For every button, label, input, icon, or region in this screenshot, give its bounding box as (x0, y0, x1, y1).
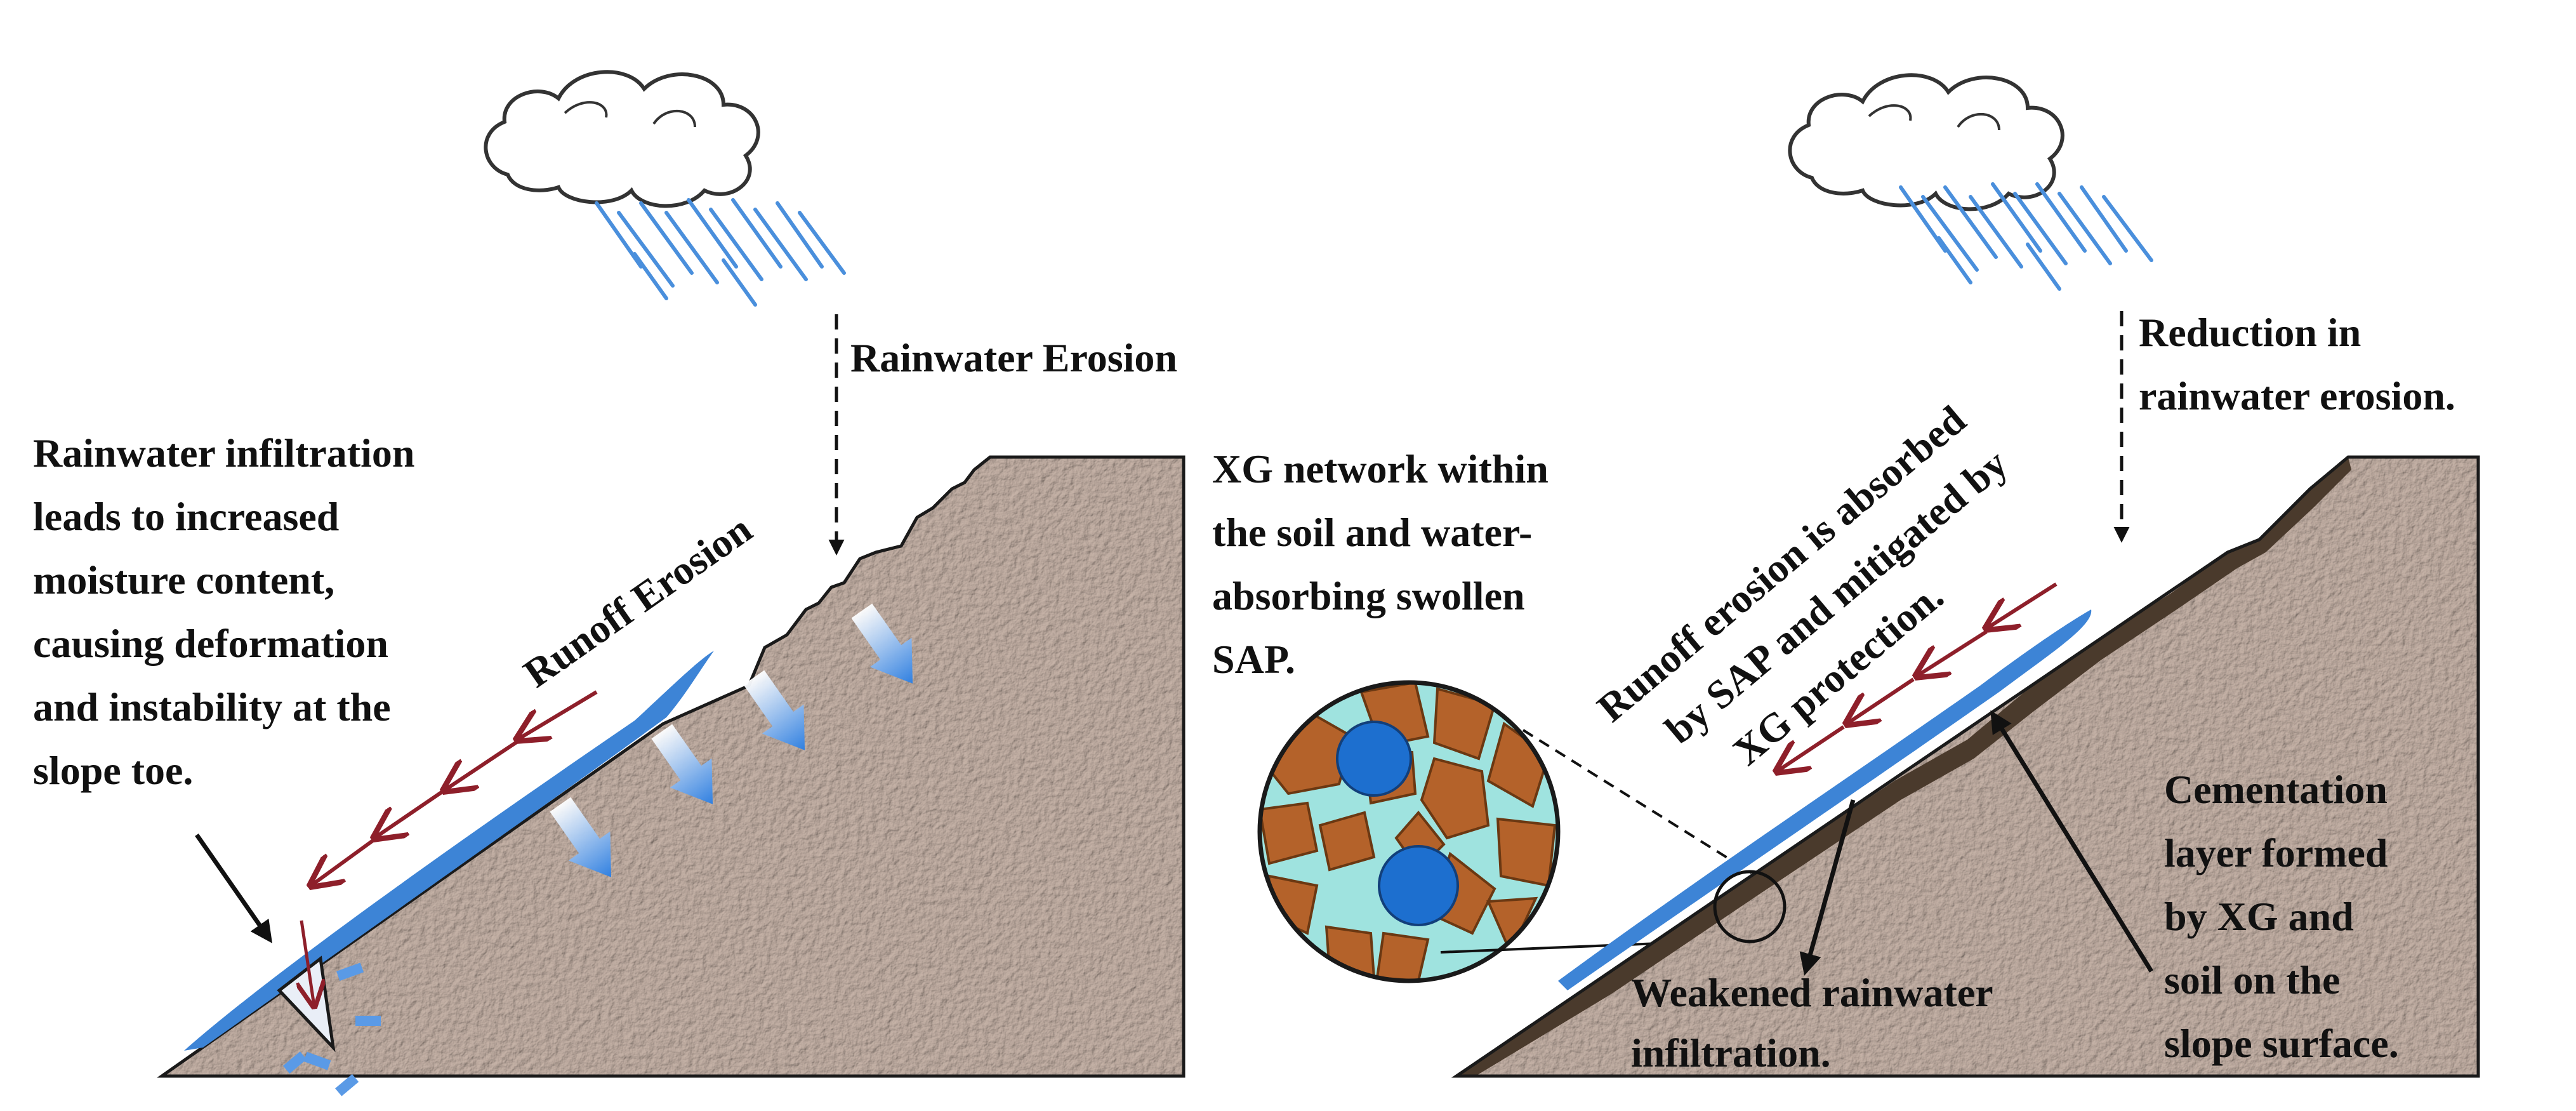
runoff-erosion-label: Runoff Erosion (515, 506, 760, 696)
runoff-arrows-left (311, 690, 598, 886)
runoff-arrows-right (1777, 582, 2057, 771)
right-surface-water (1558, 609, 2092, 990)
weakened-pointer (1799, 799, 1856, 976)
zoom-line-top (1522, 729, 1753, 874)
left-surface-water (184, 651, 714, 1051)
cloud-icon (1788, 73, 2064, 211)
center-inset: XG network within the soil and water- ab… (1212, 446, 1753, 983)
infiltration-pointer (195, 833, 273, 943)
cementation-pointer (1990, 710, 2153, 973)
rain-icon (595, 198, 846, 307)
reduction-label: Reduction in rainwater erosion. (2139, 310, 2455, 418)
infiltration-arrow-icon (283, 596, 934, 1096)
weakened-label: Weakened rainwater infiltration. (1631, 970, 2002, 1075)
rainwater-erosion-label: Rainwater Erosion (850, 335, 1177, 380)
right-panel: Reduction in rainwater erosion. Runoff e… (1451, 73, 2480, 1078)
cementation-label: Cementation layer formed by XG and soil … (2164, 767, 2399, 1066)
infiltration-note: Rainwater infiltration leads to increase… (33, 430, 425, 793)
cloud-icon (484, 70, 760, 208)
xg-sap-magnified-view (1257, 680, 1561, 983)
rain-icon (1899, 182, 2153, 291)
inset-caption: XG network within the soil and water- ab… (1212, 446, 1559, 682)
left-panel: Rainwater Erosion Runoff Erosion Rainwat… (33, 70, 1186, 1096)
magnifier-ring (1713, 870, 1787, 943)
